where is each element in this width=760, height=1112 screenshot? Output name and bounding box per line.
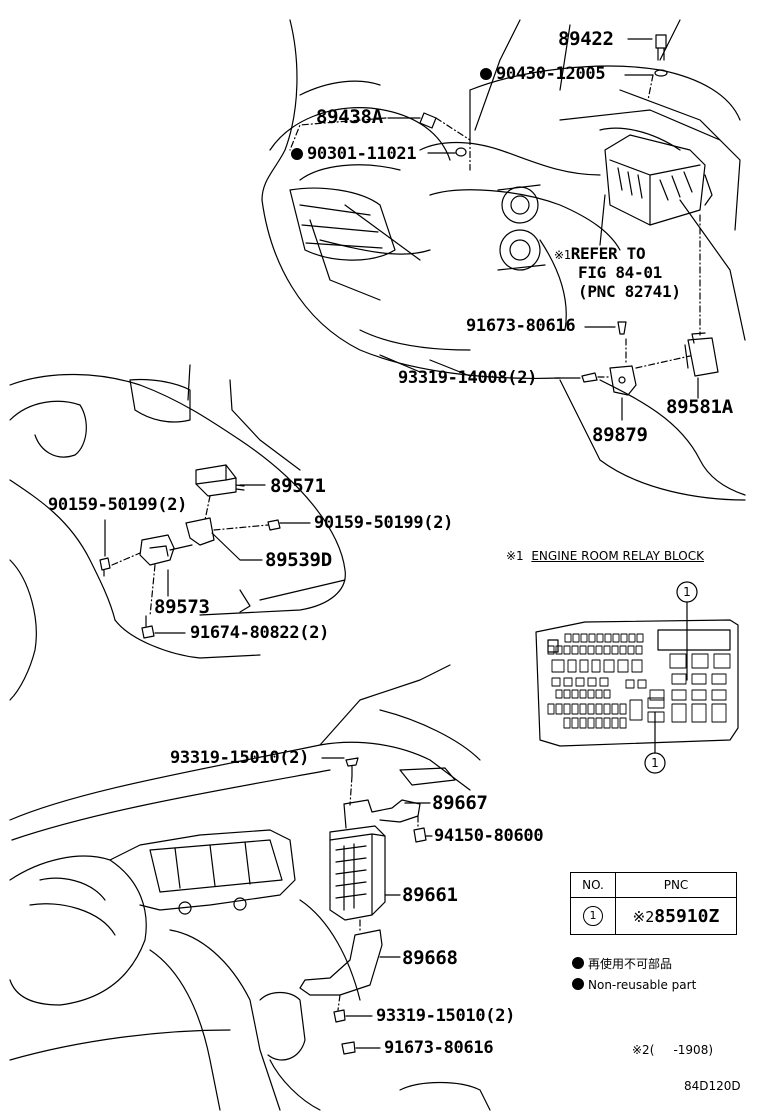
dashed-leaders-middle (111, 495, 269, 617)
legend-non-reusable-en: Non-reusable part (572, 978, 696, 991)
leader-lines-top (387, 38, 699, 421)
footnote-2: ※2( -1908) (632, 1044, 713, 1056)
note-mark-2: ※2 (632, 907, 655, 926)
part-89438A: 89438A (316, 106, 383, 128)
part-90301-11021: 90301-11021 (291, 146, 417, 163)
relay-block-title: ※1 ENGINE ROOM RELAY BLOCK (506, 550, 704, 562)
row-no-circle: 1 (583, 906, 603, 926)
part-94150-80600: 94150-80600 (434, 826, 544, 846)
fender-illustration (9, 364, 346, 701)
dashed-leaders-top (289, 74, 701, 378)
dashed-leaders-bottom (337, 775, 419, 1011)
refer-line-2: FIG 84-01 (578, 263, 662, 283)
part-91673-80616-bottom: 91673-80616 (384, 1038, 494, 1058)
engine-bay-illustration (261, 19, 746, 501)
footnote-range: ( -1908) (649, 1043, 714, 1057)
relay-block-detail (535, 581, 739, 774)
leader-lines-bottom (321, 757, 433, 1049)
leader-lines-middle (104, 484, 311, 634)
part-93319-14008: 93319-14008(2) (398, 368, 538, 388)
non-reusable-dot-icon (572, 957, 584, 969)
refer-line-1: REFER TO (570, 244, 646, 263)
table-row: 1 ※285910Z (570, 897, 737, 935)
pnc-table: NO. PNC 1 ※285910Z (570, 872, 737, 935)
part-93319-15010-bottom: 93319-15010(2) (376, 1006, 516, 1026)
part-89571: 89571 (270, 475, 326, 497)
table-header-row: NO. PNC (570, 872, 737, 898)
non-reusable-dot-icon (291, 148, 303, 160)
note-mark-2: ※2 (632, 1043, 650, 1057)
part-89668: 89668 (402, 947, 458, 969)
row-pnc-value: 85910Z (654, 905, 720, 927)
figure-code: 84D120D (684, 1079, 741, 1093)
part-89661: 89661 (402, 884, 458, 906)
refer-line-3: (PNC 82741) (578, 282, 681, 302)
part-89422: 89422 (558, 28, 614, 50)
note-mark-1: ※1 (554, 248, 571, 262)
part-91673-80616-top: 91673-80616 (466, 316, 576, 336)
part-89539D: 89539D (265, 549, 332, 571)
header-pnc: PNC (615, 872, 737, 898)
row-pnc: ※285910Z (615, 897, 737, 935)
part-90159-50199-left: 90159-50199(2) (48, 495, 188, 515)
part-90430-12005: 90430-12005 (480, 66, 606, 83)
relay-callout-bottom: 1 (651, 756, 659, 770)
part-90159-50199-right: 90159-50199(2) (314, 513, 454, 533)
legend-non-reusable-jp: 再使用不可部品 (572, 957, 672, 970)
part-89667: 89667 (432, 792, 488, 814)
relay-block-title-text: ENGINE ROOM RELAY BLOCK (531, 549, 704, 563)
part-91674-80822: 91674-80822(2) (190, 623, 330, 643)
note-mark-1: ※1 (506, 549, 524, 563)
part-89573: 89573 (154, 596, 210, 618)
dashboard-illustration (9, 664, 491, 1111)
relay-callout-top: 1 (683, 585, 691, 599)
non-reusable-dot-icon (480, 68, 492, 80)
part-89879: 89879 (592, 424, 648, 446)
part-93319-15010-top: 93319-15010(2) (170, 748, 310, 768)
refer-note: ※1REFER TO FIG 84-01 (PNC 82741) (554, 244, 681, 302)
row-no: 1 (570, 897, 616, 935)
part-89581A: 89581A (666, 396, 733, 418)
non-reusable-dot-icon (572, 978, 584, 990)
header-no: NO. (570, 872, 616, 898)
